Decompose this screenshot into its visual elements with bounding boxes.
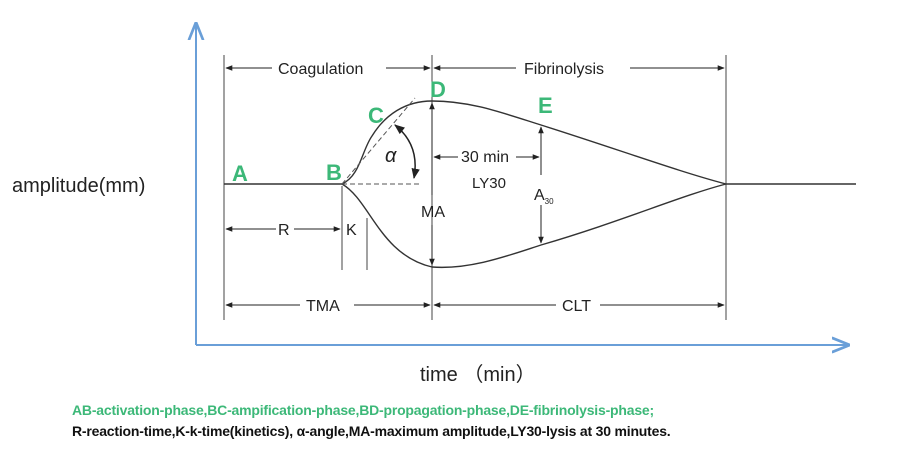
coagulation-label: Coagulation <box>278 61 363 78</box>
point-c: C <box>368 103 384 128</box>
k-label: K <box>346 222 357 239</box>
phase-caption: AB-activation-phase,BC-ampification-phas… <box>72 402 654 418</box>
y-axis-label: amplitude(mm) <box>12 175 145 197</box>
point-a: A <box>232 161 248 186</box>
point-d: D <box>430 77 446 102</box>
thirty-min-label: 30 min <box>461 149 509 166</box>
a30-label: A30 <box>534 187 554 206</box>
clt-label: CLT <box>562 298 591 315</box>
tangent-line <box>341 97 416 185</box>
alpha-label: α <box>385 145 397 167</box>
dimension-arrows <box>225 65 725 308</box>
alpha-arc <box>394 124 420 180</box>
ly30-label: LY30 <box>472 175 506 192</box>
fibrinolysis-label: Fibrinolysis <box>524 61 604 78</box>
tracing-curve <box>224 100 856 269</box>
x-axis-label: time （min） <box>420 363 536 386</box>
ma-label: MA <box>421 204 445 221</box>
point-b: B <box>326 160 342 185</box>
parameter-caption: R-reaction-time,K-k-time(kinetics), α-an… <box>72 423 671 439</box>
r-label: R <box>278 222 290 239</box>
point-e: E <box>538 93 553 118</box>
tma-label: TMA <box>306 298 340 315</box>
